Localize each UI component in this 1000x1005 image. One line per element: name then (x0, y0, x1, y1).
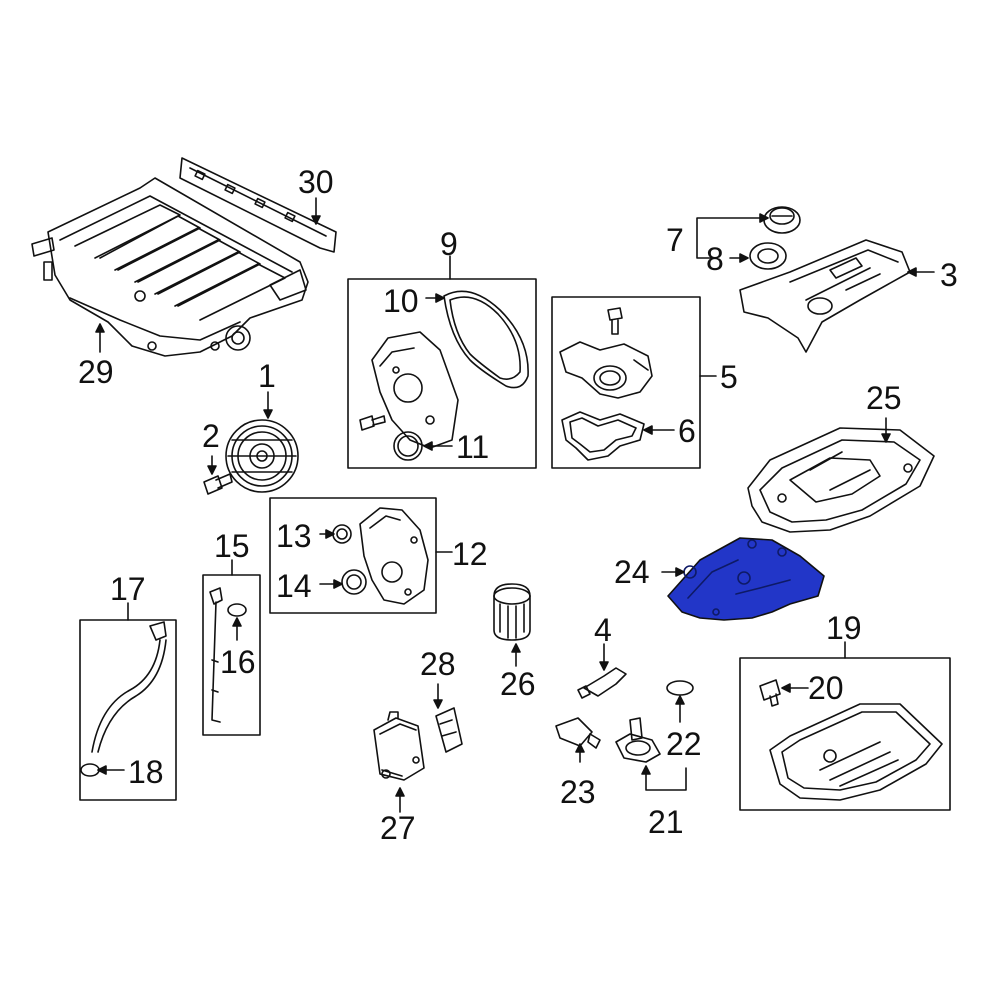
oil-pan-bolt-part[interactable] (759, 679, 781, 707)
dipstick-part[interactable] (209, 587, 223, 723)
callout-29[interactable]: 29 (78, 354, 114, 390)
callout-16[interactable]: 16 (220, 644, 256, 680)
callout-9[interactable]: 9 (440, 226, 458, 262)
bracket-28-part[interactable] (435, 707, 463, 753)
crankshaft-pulley-part[interactable] (225, 419, 299, 493)
timing-cover-lower-part[interactable] (359, 507, 429, 605)
leader-7-8 (696, 217, 761, 259)
sensor-seal-part[interactable] (666, 680, 694, 696)
callout-15[interactable]: 15 (214, 528, 250, 564)
seal-14-part[interactable] (341, 569, 367, 595)
oil-level-sensor-part[interactable] (615, 717, 661, 763)
dipstick-seal-part[interactable] (227, 603, 247, 617)
callout-18[interactable]: 18 (128, 754, 164, 790)
callout-2[interactable]: 2 (202, 418, 220, 454)
callout-22[interactable]: 22 (666, 726, 702, 762)
box-12 (269, 497, 437, 614)
vacuum-pump-bolt-part[interactable] (607, 307, 623, 335)
cover-bolt-part[interactable] (359, 415, 386, 431)
callout-24[interactable]: 24 (614, 554, 650, 590)
sealant-tube-23-part[interactable] (555, 717, 601, 749)
oil-cooler-part[interactable] (373, 711, 425, 781)
callout-23[interactable]: 23 (560, 774, 596, 810)
callout-28[interactable]: 28 (420, 646, 456, 682)
pulley-bolt-part[interactable] (203, 473, 233, 495)
tube-seal-part[interactable] (80, 763, 100, 777)
lower-oil-pan-part[interactable] (769, 703, 943, 801)
callout-26[interactable]: 26 (500, 666, 536, 702)
timing-cover-gasket-part[interactable] (443, 290, 529, 389)
dipstick-tube-part[interactable] (91, 621, 167, 753)
callout-8[interactable]: 8 (706, 241, 724, 277)
leader-21 (645, 767, 687, 791)
callout-4[interactable]: 4 (594, 612, 612, 648)
intake-manifold-part[interactable] (31, 177, 309, 357)
timing-cover-upper-part[interactable] (371, 331, 459, 449)
filler-cap-seal-part[interactable] (749, 242, 787, 270)
cover-seal-ring-part[interactable] (393, 431, 423, 461)
callout-30[interactable]: 30 (298, 164, 334, 200)
callout-10[interactable]: 10 (383, 283, 419, 319)
seal-13-part[interactable] (332, 524, 352, 544)
oil-filter-part[interactable] (493, 583, 531, 641)
callout-17[interactable]: 17 (110, 571, 146, 607)
callout-25[interactable]: 25 (866, 380, 902, 416)
callout-12[interactable]: 12 (452, 536, 488, 572)
callout-14[interactable]: 14 (276, 568, 312, 604)
oil-pan-baffle-part-highlighted[interactable] (667, 537, 825, 621)
valve-cover-part[interactable] (739, 239, 911, 353)
sealant-tube-4-part[interactable] (577, 667, 627, 699)
callout-21[interactable]: 21 (648, 804, 684, 840)
vacuum-pump-part[interactable] (559, 341, 653, 399)
callout-5[interactable]: 5 (720, 359, 738, 395)
oil-filler-cap-part[interactable] (763, 206, 801, 234)
callout-20[interactable]: 20 (808, 670, 844, 706)
callout-13[interactable]: 13 (276, 518, 312, 554)
manifold-gasket-part[interactable] (179, 157, 337, 253)
box-9 (347, 278, 537, 469)
callout-27[interactable]: 27 (380, 810, 416, 846)
callout-1[interactable]: 1 (258, 358, 276, 394)
callout-6[interactable]: 6 (678, 413, 696, 449)
callout-19[interactable]: 19 (826, 610, 862, 646)
callout-3[interactable]: 3 (940, 257, 958, 293)
box-5 (551, 296, 701, 469)
vacuum-pump-gasket-part[interactable] (561, 411, 645, 461)
callout-7[interactable]: 7 (666, 222, 684, 258)
callout-11[interactable]: 11 (456, 429, 490, 465)
upper-oil-pan-part[interactable] (747, 427, 935, 533)
